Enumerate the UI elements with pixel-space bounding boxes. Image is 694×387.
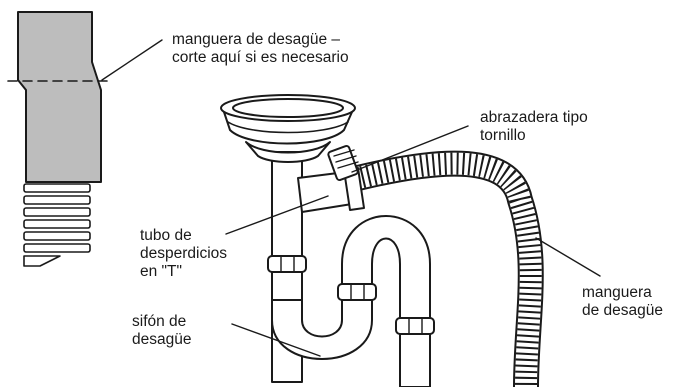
leader-trap bbox=[231, 323, 321, 357]
leader-t-tube bbox=[225, 195, 329, 235]
leader-lines bbox=[101, 39, 601, 357]
label-drain-hose-line1: manguera bbox=[582, 284, 652, 301]
screw-clamp bbox=[327, 144, 365, 211]
label-clamp-line1: abrazadera tipo bbox=[480, 109, 588, 126]
label-drain-hose: manguera de desagüe bbox=[582, 284, 663, 320]
label-clamp: abrazadera tipo tornillo bbox=[480, 109, 588, 145]
label-clamp-line2: tornillo bbox=[480, 127, 526, 144]
hose-corrugations bbox=[23, 183, 91, 267]
label-hose-cut-line2: corte aquí si es necesario bbox=[172, 49, 349, 66]
label-trap-line2: desagüe bbox=[132, 331, 192, 348]
label-drain-hose-line2: de desagüe bbox=[582, 302, 664, 319]
label-t-tube-line3: en "T" bbox=[140, 263, 183, 280]
hose-end-detail bbox=[7, 11, 113, 267]
slip-nut-tailpiece bbox=[267, 255, 307, 273]
label-t-tube: tubo de desperdicios en "T" bbox=[140, 227, 227, 281]
label-trap-line1: sifón de bbox=[132, 313, 187, 330]
label-t-tube-line1: tubo de bbox=[140, 227, 192, 244]
drain-hose-ridges bbox=[347, 152, 542, 387]
leader-hose-cut bbox=[101, 39, 163, 81]
leader-clamp bbox=[351, 125, 469, 173]
label-hose-cut-line1: manguera de desagüe – bbox=[172, 31, 341, 48]
label-trap: sifón de desagüe bbox=[132, 313, 191, 349]
sink-drain-bowl bbox=[220, 94, 356, 163]
slip-nut-trap bbox=[337, 283, 377, 301]
leader-drain-hose bbox=[535, 237, 601, 277]
slip-nut-outlet bbox=[395, 317, 435, 335]
drain-trap bbox=[271, 215, 431, 387]
slip-nuts bbox=[267, 255, 435, 335]
drain-hose bbox=[346, 150, 544, 387]
drain-hose-outline bbox=[346, 150, 544, 387]
label-hose-cut: manguera de desagüe – corte aquí si es n… bbox=[172, 31, 349, 67]
label-t-tube-line2: desperdicios bbox=[140, 245, 228, 262]
hose-end-tube bbox=[17, 11, 102, 183]
